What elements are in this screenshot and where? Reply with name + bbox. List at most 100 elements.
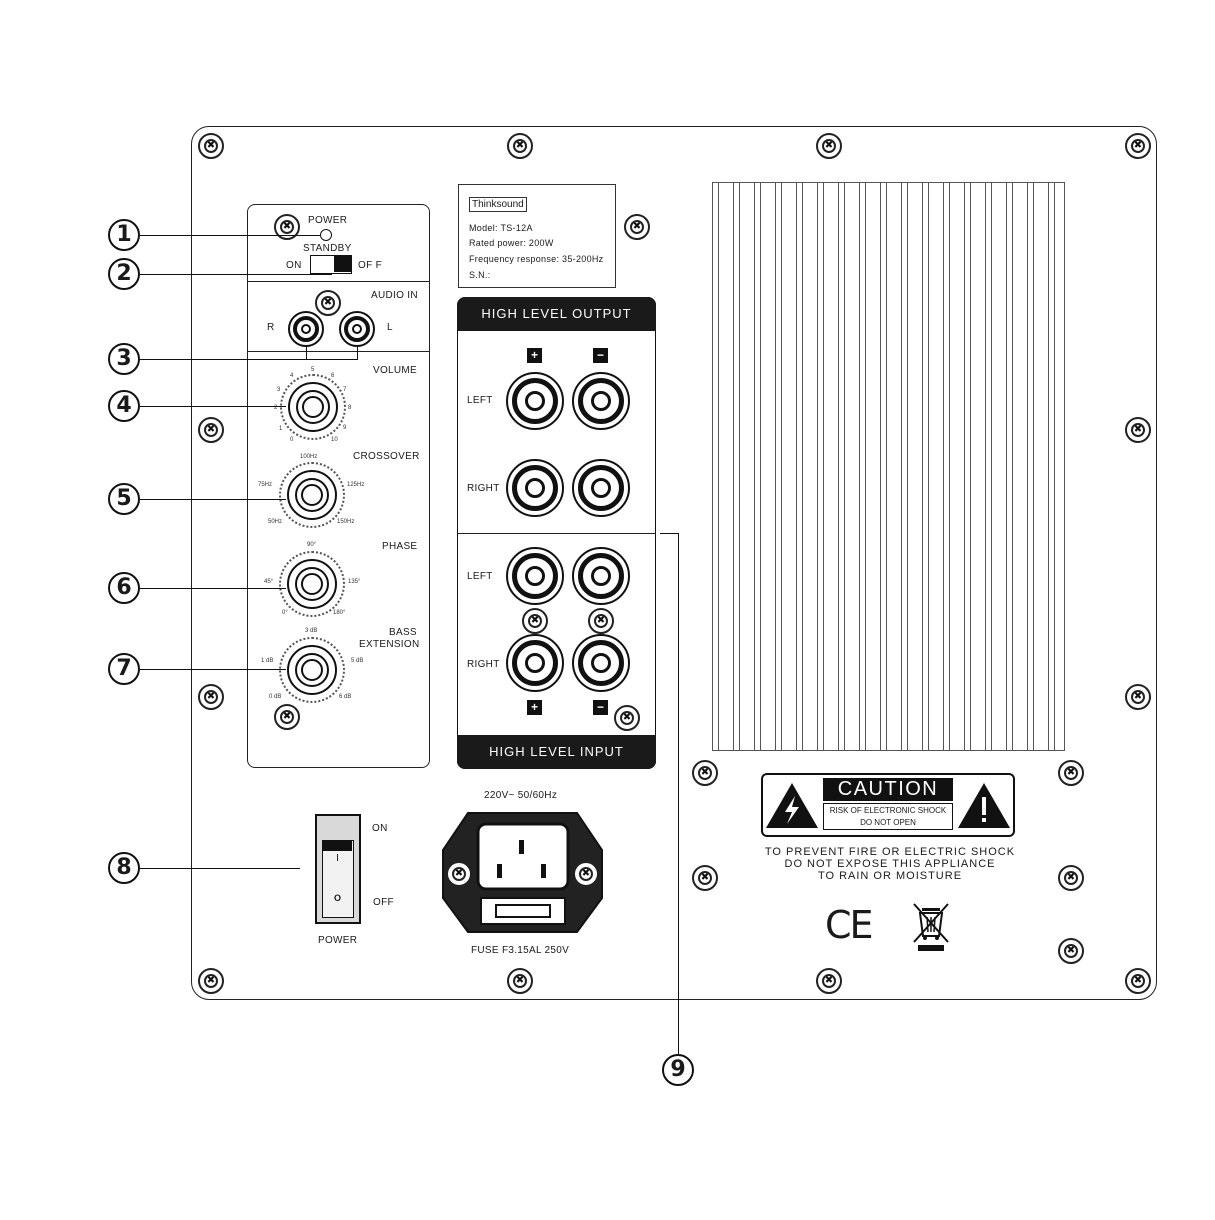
callout-4: 4 bbox=[108, 390, 140, 422]
input-left-plus-terminal[interactable] bbox=[506, 547, 564, 605]
frequency-response-text: Frequency response: 35-200Hz bbox=[469, 254, 604, 264]
brand-name: Thinksound bbox=[469, 197, 527, 212]
screw-icon bbox=[274, 704, 300, 730]
volume-title: VOLUME bbox=[373, 365, 418, 376]
leader-line bbox=[306, 347, 307, 359]
bass-extension-title: EXTENSION bbox=[359, 639, 420, 650]
exclamation-warning-icon bbox=[958, 783, 1010, 828]
phase-tick: 90° bbox=[307, 542, 317, 548]
crossover-tick: 75Hz bbox=[258, 482, 273, 488]
crossover-knob[interactable] bbox=[287, 470, 337, 520]
bass-tick: 3 dB bbox=[305, 628, 318, 634]
phase-tick: 180° bbox=[333, 610, 346, 616]
warning-line-2: DO NOT EXPOSE THIS APPLIANCE bbox=[784, 858, 996, 870]
weee-bin-icon bbox=[913, 903, 949, 951]
screw-icon bbox=[1125, 968, 1151, 994]
bass-tick: 0 dB bbox=[269, 694, 282, 700]
screw-icon bbox=[507, 133, 533, 159]
input-right-label: RIGHT bbox=[467, 659, 500, 670]
caution-title: CAUTION bbox=[823, 778, 953, 801]
screw-icon bbox=[198, 684, 224, 710]
crossover-scale bbox=[279, 462, 345, 528]
standby-switch[interactable] bbox=[310, 255, 352, 274]
screw-icon bbox=[692, 760, 718, 786]
output-minus-icon: − bbox=[593, 348, 608, 363]
power-switch[interactable]: I O bbox=[315, 814, 361, 924]
screw-icon bbox=[315, 290, 341, 316]
screw-icon bbox=[507, 968, 533, 994]
crossover-tick: 50Hz bbox=[268, 519, 283, 525]
audio-in-left-jack[interactable] bbox=[339, 311, 375, 347]
output-right-plus-terminal[interactable] bbox=[506, 459, 564, 517]
lightning-warning-icon bbox=[766, 783, 818, 828]
volume-tick: 10 bbox=[331, 437, 338, 443]
callout-6: 6 bbox=[108, 572, 140, 604]
volume-tick: 1 bbox=[279, 426, 283, 432]
leader-line bbox=[678, 533, 679, 1054]
divider bbox=[457, 533, 656, 534]
audio-in-title: AUDIO IN bbox=[371, 290, 418, 301]
input-minus-icon: − bbox=[593, 700, 608, 715]
output-left-plus-terminal[interactable] bbox=[506, 372, 564, 430]
rated-power-text: Rated power: 200W bbox=[469, 238, 554, 248]
leader-line bbox=[140, 359, 358, 360]
callout-3: 3 bbox=[108, 343, 140, 375]
volume-tick: 2 bbox=[274, 405, 278, 411]
serial-text: S.N.: bbox=[469, 270, 491, 280]
volume-tick: 3 bbox=[277, 387, 281, 393]
screw-icon bbox=[624, 214, 650, 240]
output-right-label: RIGHT bbox=[467, 483, 500, 494]
phase-tick: 135° bbox=[348, 579, 361, 585]
callout-8: 8 bbox=[108, 852, 140, 884]
crossover-title: CROSSOVER bbox=[353, 451, 420, 462]
input-right-minus-terminal[interactable] bbox=[572, 634, 630, 692]
screw-icon bbox=[446, 861, 472, 887]
input-left-minus-terminal[interactable] bbox=[572, 547, 630, 605]
heatsink-edge bbox=[712, 750, 1065, 751]
volume-knob[interactable] bbox=[288, 382, 338, 432]
volume-tick: 9 bbox=[343, 425, 347, 431]
volume-scale bbox=[280, 374, 346, 440]
phase-knob[interactable] bbox=[287, 559, 337, 609]
caution-subbox bbox=[823, 803, 953, 830]
phase-tick: 45° bbox=[264, 579, 274, 585]
power-label: POWER bbox=[308, 215, 348, 226]
caution-sub1: RISK OF ELECTRONIC SHOCK bbox=[829, 806, 947, 815]
volume-tick: 8 bbox=[348, 405, 352, 411]
bass-extension-knob[interactable] bbox=[287, 645, 337, 695]
screw-icon bbox=[1125, 417, 1151, 443]
rocker-shade bbox=[323, 841, 352, 851]
screw-icon bbox=[1125, 684, 1151, 710]
leader-line bbox=[140, 499, 286, 500]
mains-voltage-label: 220V~ 50/60Hz bbox=[484, 790, 558, 801]
screw-icon bbox=[1058, 760, 1084, 786]
screw-icon bbox=[1058, 938, 1084, 964]
screw-icon bbox=[522, 608, 548, 634]
screw-icon bbox=[274, 214, 300, 240]
bass-tick: 1 dB bbox=[261, 658, 274, 664]
heatsink-edge bbox=[712, 182, 1065, 183]
screw-icon bbox=[1058, 865, 1084, 891]
phase-scale bbox=[279, 551, 345, 617]
phase-title: PHASE bbox=[382, 541, 418, 552]
callout-9: 9 bbox=[662, 1054, 694, 1086]
crossover-tick: 150Hz bbox=[337, 519, 355, 525]
power-off-label: OFF bbox=[373, 897, 394, 908]
audio-in-right-jack[interactable] bbox=[288, 311, 324, 347]
power-led bbox=[320, 229, 332, 241]
iec-inlet[interactable] bbox=[440, 810, 605, 935]
warning-line-1: TO PREVENT FIRE OR ELECTRIC SHOCK bbox=[764, 846, 1016, 858]
leader-line bbox=[357, 347, 358, 359]
output-left-label: LEFT bbox=[467, 395, 493, 406]
switch-slider bbox=[334, 256, 351, 272]
output-left-minus-terminal[interactable] bbox=[572, 372, 630, 430]
caution-sub2: DO NOT OPEN bbox=[860, 818, 916, 827]
leader-line bbox=[140, 868, 300, 869]
leader-line bbox=[140, 588, 286, 589]
input-right-plus-terminal[interactable] bbox=[506, 634, 564, 692]
volume-tick: 7 bbox=[343, 387, 347, 393]
crossover-tick: 125Hz bbox=[347, 482, 365, 488]
output-plus-icon: + bbox=[527, 348, 542, 363]
output-right-minus-terminal[interactable] bbox=[572, 459, 630, 517]
screw-icon bbox=[1125, 133, 1151, 159]
